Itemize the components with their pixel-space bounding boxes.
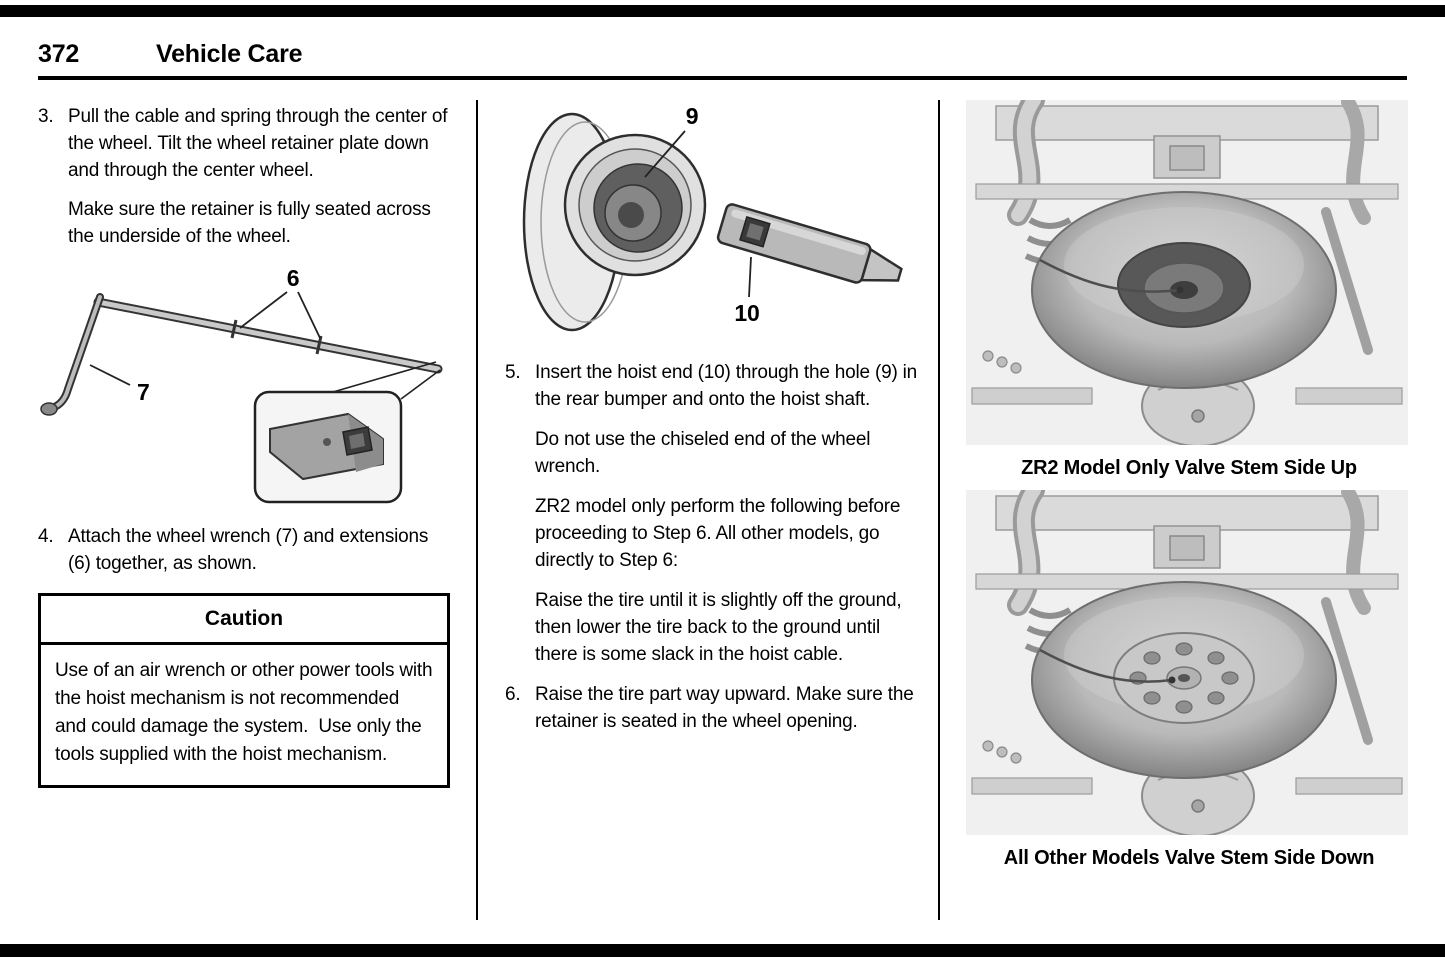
hoist-end-rod <box>716 203 903 284</box>
step-3: 3. Pull the cable and spring through the… <box>38 103 452 184</box>
step-6-number: 6. <box>505 684 521 705</box>
hoist-end-illustration: 9 10 <box>522 103 903 332</box>
column-divider-right <box>938 100 940 920</box>
zr2-underbody-illustration <box>966 89 1408 447</box>
page-title: Vehicle Care <box>156 40 303 68</box>
caution-box: Caution Use of an air wrench or other po… <box>38 593 450 788</box>
step-3-number: 3. <box>38 106 54 127</box>
caution-text: Use of an air wrench or other power tool… <box>55 660 433 765</box>
other-models-underbody-illustration <box>966 479 1408 837</box>
left-column: 3. Pull the cable and spring through the… <box>38 103 452 788</box>
step-5-para-1: Do not use the chiseled end of the wheel… <box>535 429 871 477</box>
other-models-figure-caption: All Other Models Valve Stem Side Down <box>1003 847 1375 869</box>
step-3-note: Make sure the retainer is fully seated a… <box>68 199 431 247</box>
step-4: 4. Attach the wheel wrench (7) and exten… <box>38 523 452 577</box>
zr2-underbody-figure <box>966 89 1408 447</box>
page-header: 372 Vehicle Care <box>38 40 303 69</box>
page-number: 372 <box>38 40 80 68</box>
step-3-text: Pull the cable and spring through the ce… <box>68 106 448 181</box>
step-6-text: Raise the tire part way upward. Make sur… <box>535 684 914 732</box>
shock-absorber <box>1321 597 1373 745</box>
step-4-number: 4. <box>38 526 54 547</box>
step-5: 5. Insert the hoist end (10) through the… <box>505 359 920 413</box>
step-4-text: Attach the wheel wrench (7) and extensio… <box>68 526 429 574</box>
step-6: 6. Raise the tire part way upward. Make … <box>505 681 920 735</box>
rear-crossmember <box>995 495 1379 531</box>
hoist-end-figure: 9 10 <box>505 95 920 345</box>
middle-column: 9 10 5. Insert the hoist end (10) throug… <box>505 95 920 735</box>
wrench-socket-tip <box>40 402 58 416</box>
step-5-text: Insert the hoist end (10) through the ho… <box>535 362 918 410</box>
label-hoist-end: 10 <box>734 300 759 326</box>
other-models-underbody-figure <box>966 479 1408 837</box>
caution-title: Caution <box>41 596 447 645</box>
right-column: ZR2 Model Only Valve Stem Side Up <box>966 89 1412 880</box>
step-5-number: 5. <box>505 362 521 383</box>
hoist-cable <box>1039 648 1173 683</box>
bottom-rule <box>0 944 1445 957</box>
label-wrench: 7 <box>137 379 150 405</box>
zr2-figure-caption: ZR2 Model Only Valve Stem Side Up <box>1021 457 1357 479</box>
step-5-para-2: ZR2 model only perform the following bef… <box>535 496 901 571</box>
column-divider-left <box>476 100 478 920</box>
wrench-extensions-figure: 6 7 <box>38 264 452 509</box>
step-5-para-3: Raise the tire until it is slightly off … <box>535 590 902 665</box>
header-rule <box>38 76 1407 80</box>
label-extensions: 6 <box>287 265 300 291</box>
rear-crossmember <box>995 105 1379 141</box>
hitch-receiver <box>1169 145 1205 171</box>
hitch-receiver <box>1169 535 1205 561</box>
wrench-extensions-illustration: 6 7 <box>40 265 443 504</box>
shock-absorber <box>1321 207 1373 355</box>
top-rule <box>0 5 1445 17</box>
hoist-cable <box>1039 258 1181 293</box>
label-hole: 9 <box>686 103 699 129</box>
